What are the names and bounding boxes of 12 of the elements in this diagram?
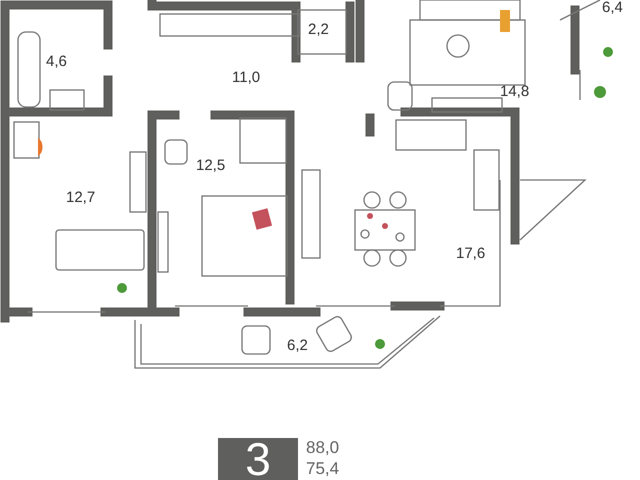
room-area: 2,2 [308,22,329,37]
room-area: 12,5 [196,158,226,173]
room-area: 11,0 [232,70,260,85]
room-count-badge: 3 [218,438,298,480]
area-value: 75,4 [306,460,340,477]
room-area: 6,4 [602,0,623,15]
room-area: 6,2 [287,338,308,353]
room-area: 14,8 [500,84,530,99]
area-value: 88,0 [306,439,340,456]
room-area: 17,6 [456,246,486,261]
room-area: 12,7 [66,190,96,205]
room-area: 4,6 [46,54,67,69]
